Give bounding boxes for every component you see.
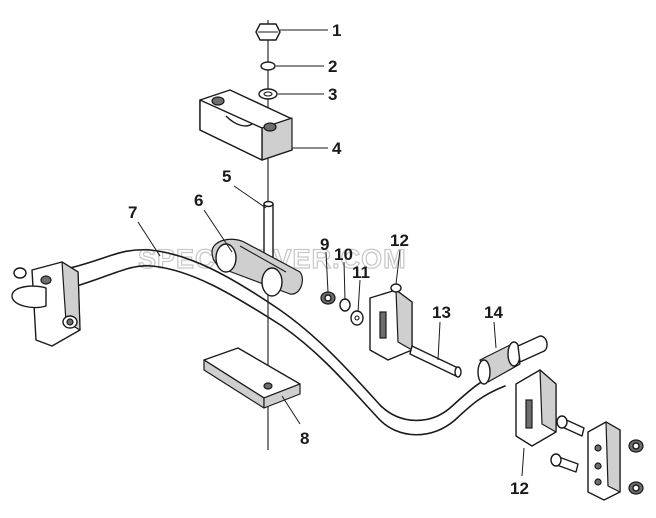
callout-1: 1 <box>332 21 341 40</box>
nut-right-upper <box>628 439 644 453</box>
bracket-12-lower <box>515 369 557 447</box>
washer-10 <box>339 298 351 312</box>
bolt-13 <box>409 345 462 378</box>
callout-13: 13 <box>432 303 451 322</box>
callout-14: 14 <box>484 303 503 322</box>
nut-1 <box>255 23 281 41</box>
stabilizer-bar <box>69 248 506 436</box>
clamp-block-4 <box>199 89 293 161</box>
leader-lines <box>137 29 525 477</box>
callout-10: 10 <box>334 245 353 264</box>
callout-12-lower: 12 <box>510 479 529 498</box>
callout-12-upper: 12 <box>390 231 409 250</box>
nut-right-lower <box>628 481 644 495</box>
callout-9: 9 <box>320 235 329 254</box>
callout-3: 3 <box>328 85 337 104</box>
bracket-12-middle <box>369 283 413 361</box>
nut-9 <box>320 291 336 305</box>
washer-3 <box>258 88 278 100</box>
left-bracket <box>11 261 81 347</box>
bushing-14 <box>477 335 548 385</box>
callout-2: 2 <box>328 57 337 76</box>
callout-6: 6 <box>194 191 203 210</box>
callout-5: 5 <box>222 167 231 186</box>
mounting-plate <box>587 421 621 501</box>
bolt-right-upper <box>556 415 585 437</box>
washer-2 <box>260 61 276 71</box>
washer-11 <box>350 310 364 326</box>
callout-8: 8 <box>300 429 309 448</box>
bolt-right-lower <box>550 453 579 473</box>
callout-4: 4 <box>332 139 342 158</box>
callout-11: 11 <box>352 263 370 282</box>
plate-8 <box>203 347 301 409</box>
callout-7: 7 <box>128 203 137 222</box>
